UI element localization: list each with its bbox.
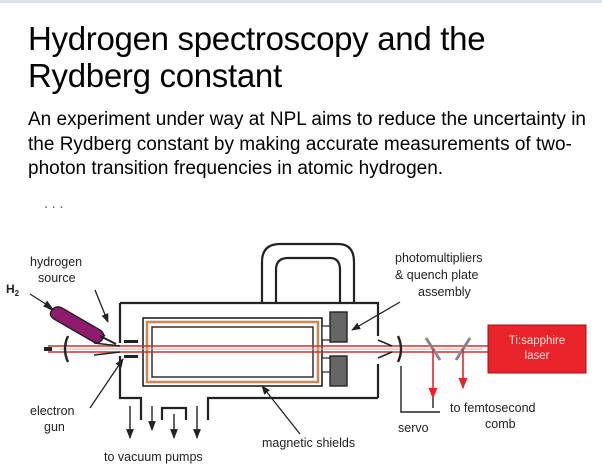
leader-arrows [29, 289, 401, 435]
ti-sapphire-laser-box [487, 324, 587, 374]
comb-arrows [428, 349, 468, 400]
label-gun: gun [44, 420, 65, 434]
label-laser: laser [525, 350, 550, 362]
label-electron: electron [30, 404, 75, 418]
photomultiplier-blocks [321, 311, 348, 387]
slide-description: An experiment under way at NPL aims to r… [28, 109, 586, 179]
vacuum-pump-arrows [126, 406, 201, 439]
label-source: source [38, 271, 76, 285]
label-magnetic-shields: magnetic shields [262, 436, 355, 450]
label-hydrogen: hydrogen [30, 255, 82, 269]
label-femtosecond: to femtosecond [450, 401, 536, 415]
beam-cones [93, 339, 393, 359]
vacuum-chamber [118, 242, 380, 420]
clipped-text-fragment: . . . [44, 204, 134, 214]
slide-title: Hydrogen spectroscopy and the Rydberg co… [28, 20, 486, 94]
top-accent-bar [0, 0, 602, 3]
hydrogen-source-tube [44, 305, 117, 345]
label-photomultipliers: photomultipliers [395, 251, 483, 265]
left-mirror [44, 335, 70, 363]
label-h2: H2 [6, 282, 20, 298]
electron-gun-parts [124, 340, 138, 358]
label-assembly: assembly [418, 285, 472, 299]
label-servo: servo [398, 421, 429, 435]
label-vacuum-pumps: to vacuum pumps [104, 450, 203, 464]
laser-beam [48, 345, 490, 353]
servo-loop [400, 366, 440, 413]
label-comb: comb [485, 417, 516, 431]
label-quench-plate: & quench plate [395, 268, 478, 282]
label-ti-sapphire: Ti:sapphire [509, 335, 565, 347]
